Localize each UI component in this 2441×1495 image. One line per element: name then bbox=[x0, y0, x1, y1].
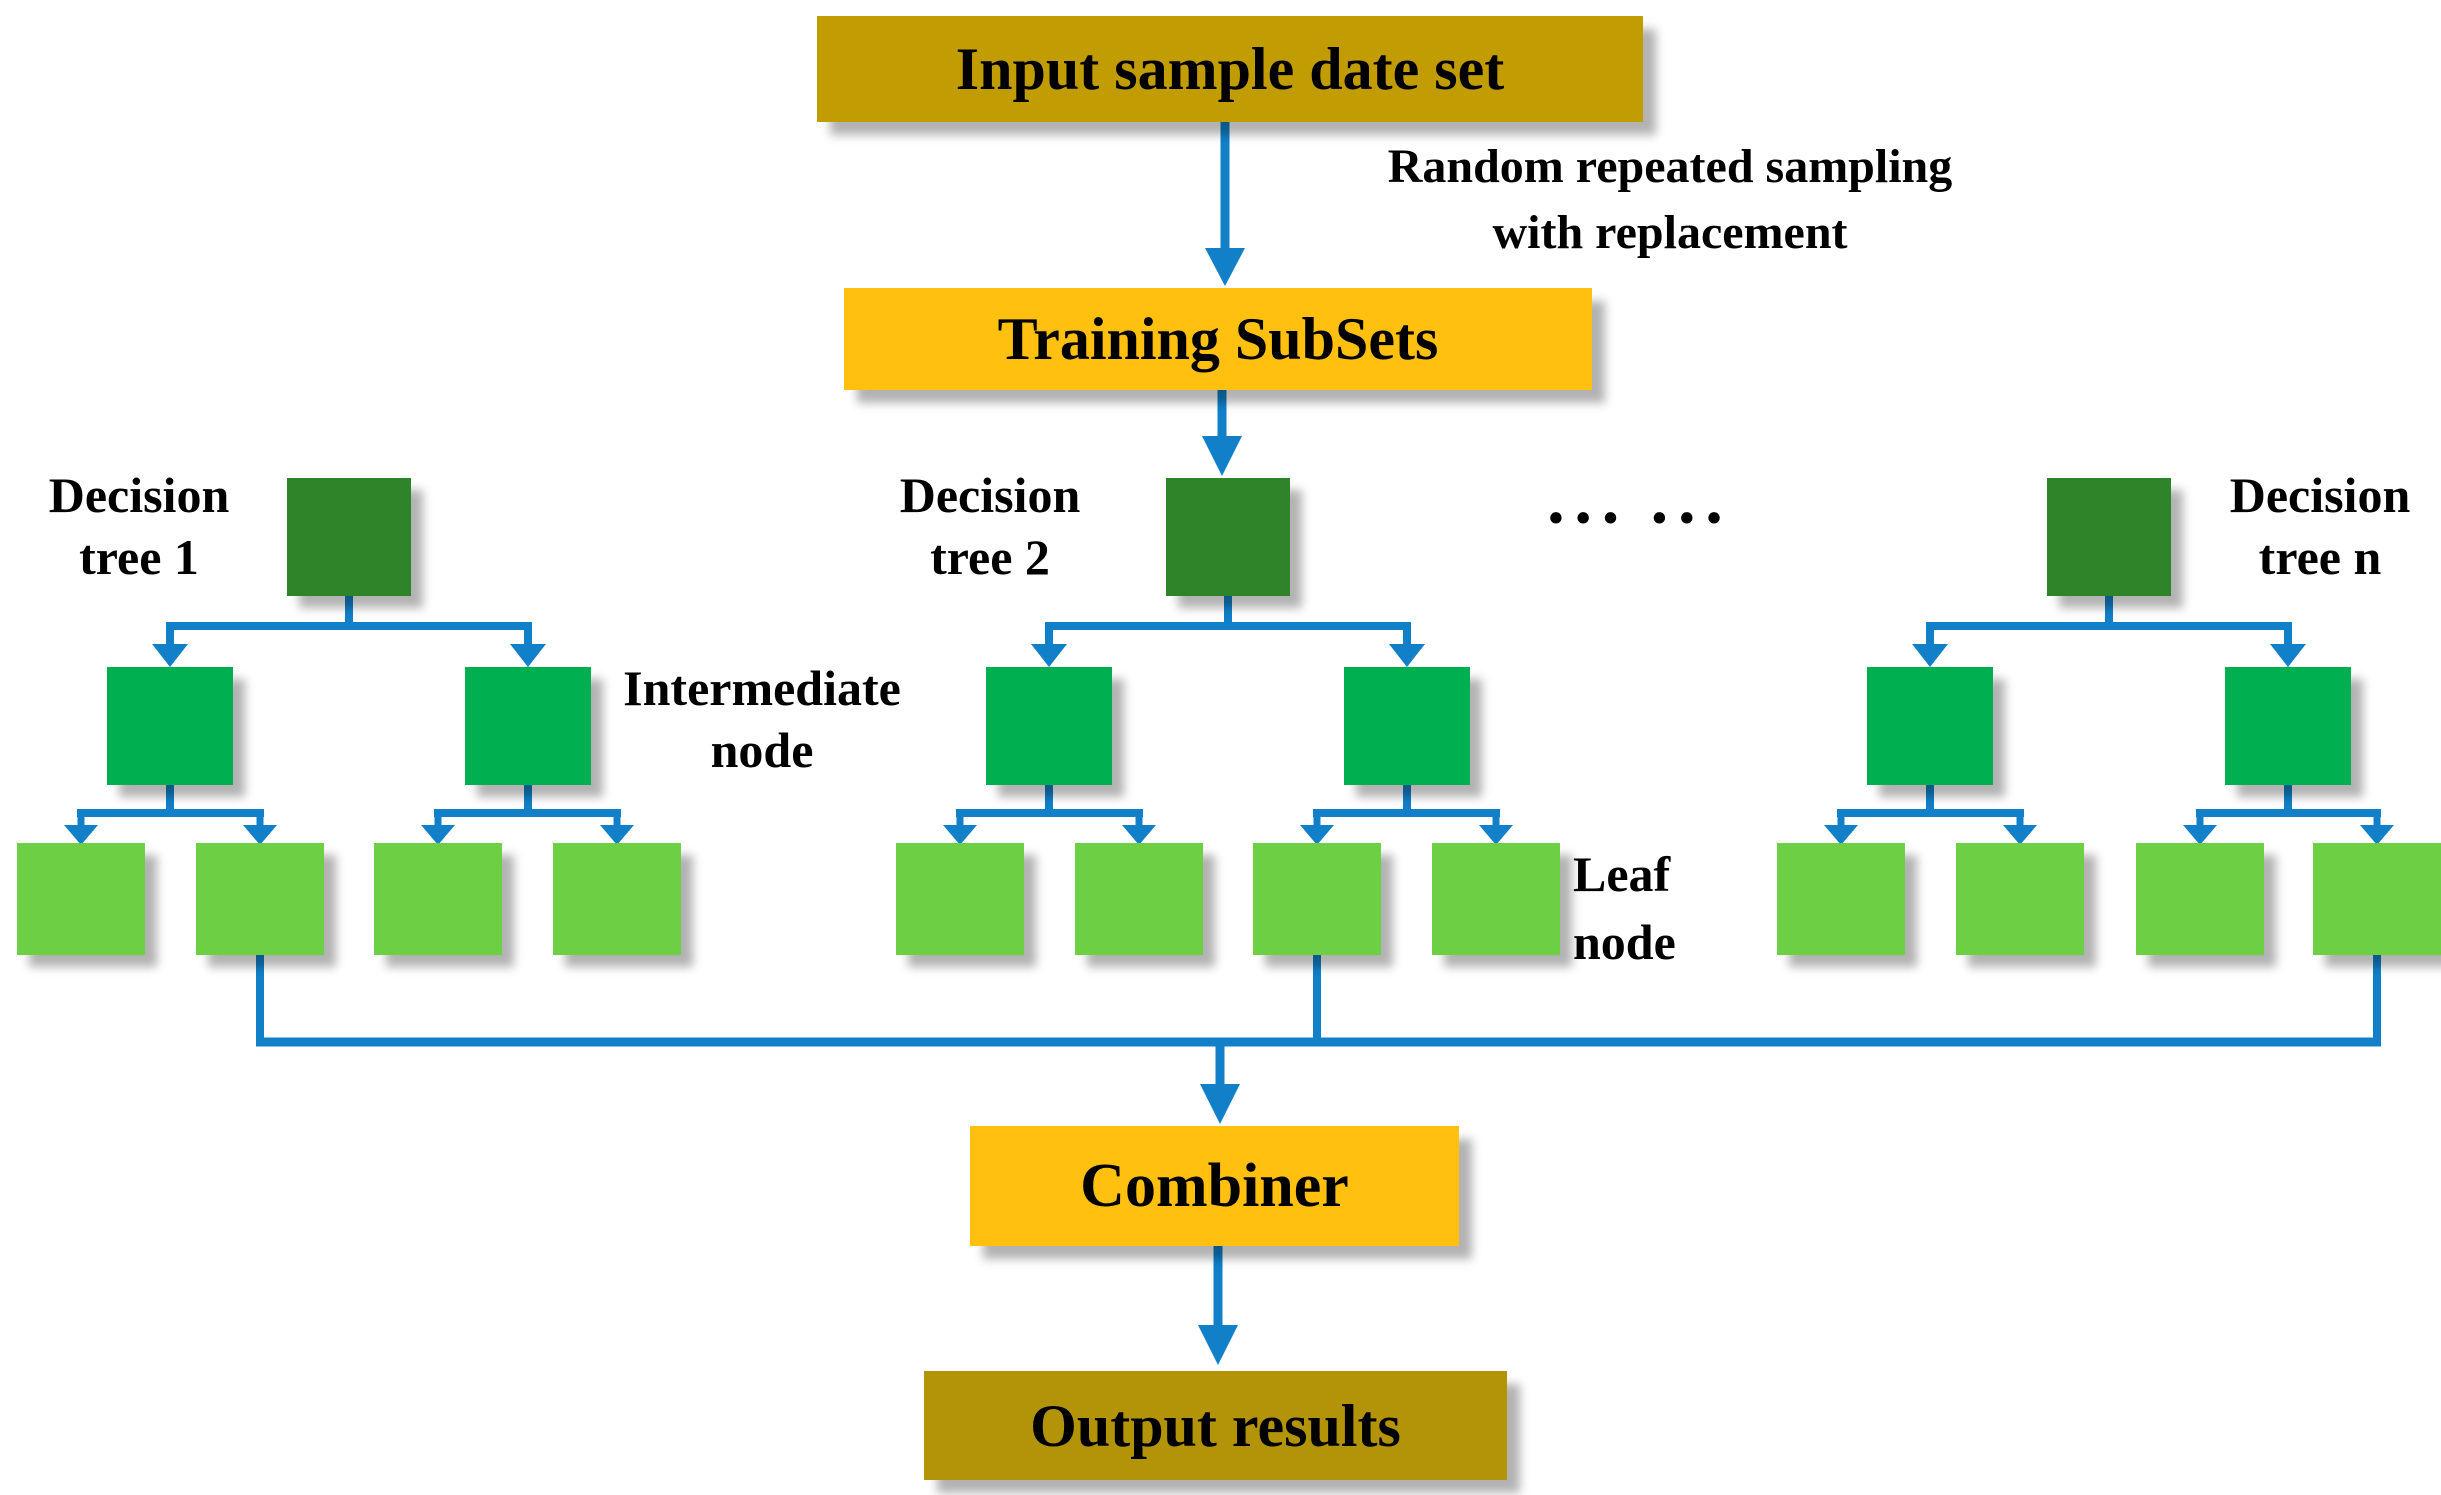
tree1-leaf-node bbox=[553, 843, 681, 955]
tree2-leaf-node bbox=[896, 843, 1024, 955]
treen-intermediate-node bbox=[1867, 667, 1993, 785]
tree1-root-node bbox=[287, 478, 411, 596]
tree1-leaf-node bbox=[17, 843, 145, 955]
tree1-leaf-node bbox=[374, 843, 502, 955]
more-trees-ellipsis: ··· ··· bbox=[1544, 480, 1730, 557]
tree2-leaf-node bbox=[1075, 843, 1203, 955]
treen-leaf-node bbox=[2313, 843, 2441, 955]
sampling-note-line2: with replacement bbox=[1492, 206, 1848, 259]
tree1-leaf-node bbox=[196, 843, 324, 955]
tree2-root-node bbox=[1166, 478, 1290, 596]
treen-intermediate-node bbox=[2225, 667, 2351, 785]
tree2-intermediate-node bbox=[1344, 667, 1470, 785]
treen-leaf-node bbox=[2136, 843, 2264, 955]
combiner-box: Combiner bbox=[970, 1126, 1459, 1246]
training-subsets-box: Training SubSets bbox=[844, 288, 1592, 390]
sampling-note-line1: Random repeated sampling bbox=[1387, 140, 1953, 193]
tree1-intermediate-node bbox=[107, 667, 233, 785]
input-sample-box: Input sample date set bbox=[817, 16, 1643, 122]
tree2-leaf-node bbox=[1432, 843, 1560, 955]
tree2-intermediate-node bbox=[986, 667, 1112, 785]
treen-leaf-node bbox=[1956, 843, 2084, 955]
tree2-leaf-node bbox=[1253, 843, 1381, 955]
sampling-note: Random repeated sampling with replacement bbox=[1270, 134, 2070, 266]
output-results-box: Output results bbox=[924, 1371, 1507, 1480]
tree1-intermediate-node bbox=[465, 667, 591, 785]
treen-leaf-node bbox=[1777, 843, 1905, 955]
treen-root-node bbox=[2047, 478, 2171, 596]
